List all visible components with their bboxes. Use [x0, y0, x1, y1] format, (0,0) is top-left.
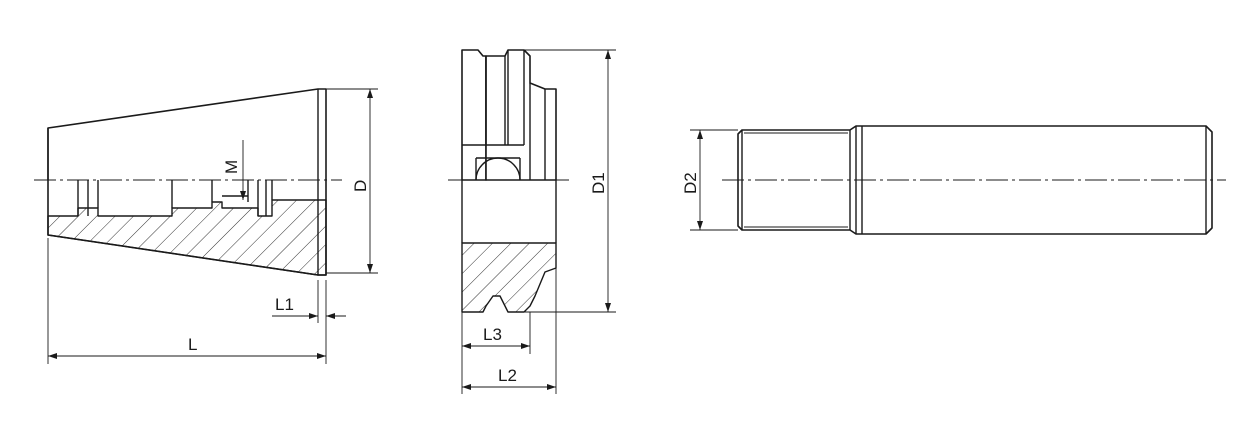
label-d1: D1: [589, 172, 608, 194]
label-l: L: [188, 335, 197, 354]
label-d2: D2: [681, 172, 700, 194]
label-l1: L1: [275, 295, 294, 314]
label-m: M: [222, 160, 241, 174]
tapered-sleeve-view: [34, 88, 378, 364]
label-l2: L2: [498, 366, 517, 385]
nut-view: [448, 49, 616, 394]
label-d: D: [351, 180, 370, 192]
shaft-view: [690, 125, 1226, 235]
label-l3: L3: [483, 325, 502, 344]
